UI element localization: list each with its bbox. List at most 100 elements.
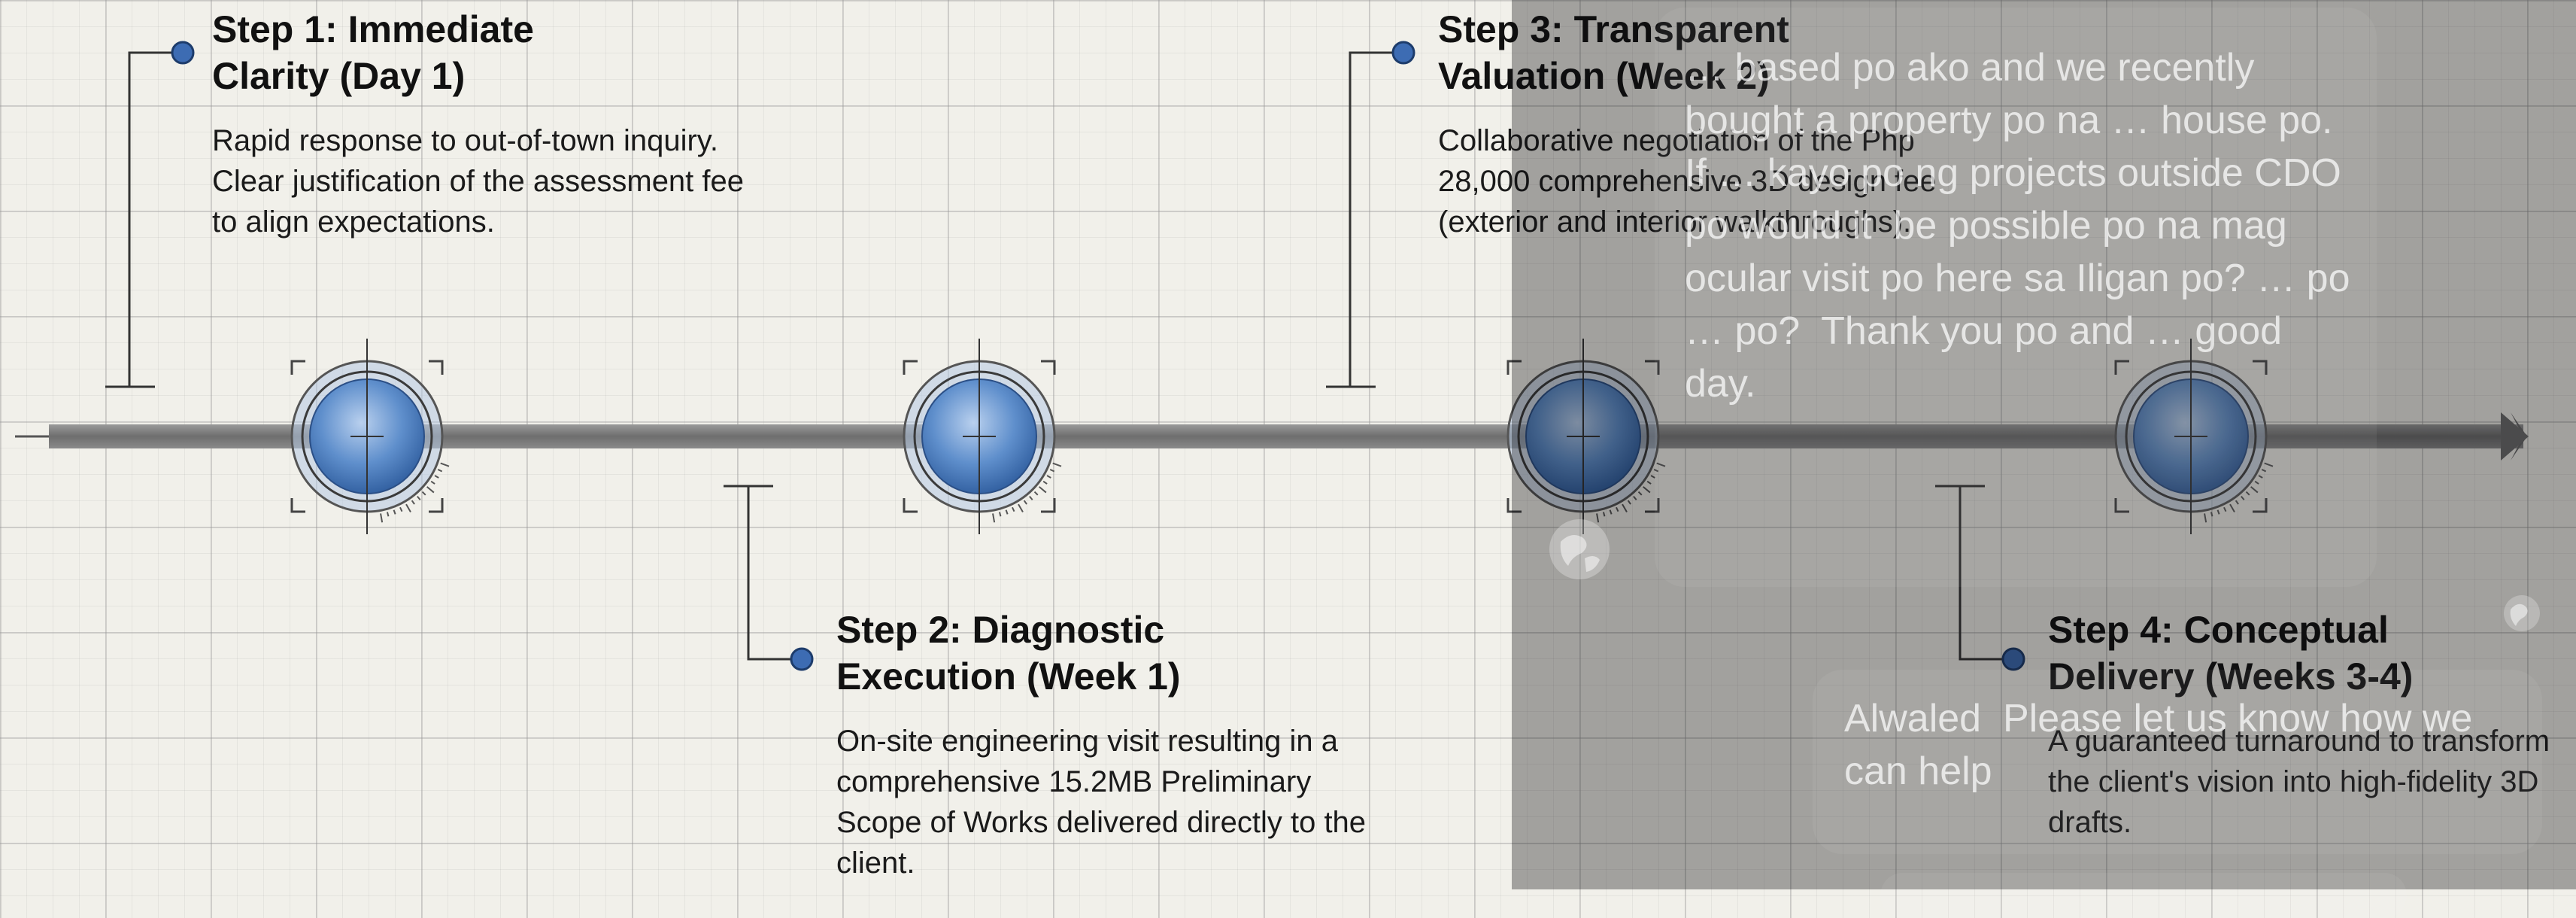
globe-avatar-icon-small[interactable] (2496, 587, 2548, 640)
step-3-title-line1: Step 3: Transparent (1438, 8, 1789, 50)
orb-corner-bracket (2253, 360, 2268, 375)
orb-tick (434, 475, 439, 479)
orb-tick (2229, 503, 2235, 512)
step-2-description: On-site engineering visit resulting in a… (836, 725, 1367, 880)
incoming-message-bubble[interactable] (1655, 8, 2377, 587)
orb-tick (2250, 486, 2259, 494)
orb-tick (2210, 512, 2213, 517)
orb-tick (998, 512, 1002, 517)
milestone-1-target-icon (290, 339, 450, 534)
orb-tick (2258, 475, 2263, 479)
message-bubble-partial[interactable] (1880, 873, 2407, 918)
orb-corner-bracket (903, 360, 918, 375)
reply-message-text: Alwaled Please let us know how we can he… (1844, 697, 2483, 793)
globe-avatar-icon[interactable] (1538, 512, 1621, 587)
orb-tick (1656, 462, 1666, 467)
orb-corner-bracket (1506, 498, 1522, 513)
step-2-title-line2: Execution (Week 1) (836, 655, 1181, 698)
orb-tick (992, 513, 996, 523)
connector-step-4 (1959, 486, 2013, 661)
connector-step-2 (747, 486, 800, 661)
step-1-description: Rapid response to out-of-town inquiry. C… (212, 124, 745, 239)
orb-tick (1039, 486, 1047, 494)
step-1-title-line1: Step 1: Immediate (212, 8, 534, 50)
step-3-card: Step 3: Transparent Valuation (Week 2) C… (1438, 6, 1980, 242)
orb-tick (1029, 496, 1033, 500)
step-4-title: Step 4: Conceptual Delivery (Weeks 3-4) (2048, 606, 2576, 700)
step-2-title-line1: Step 2: Diagnostic (836, 609, 1165, 651)
orb-tick (2235, 500, 2239, 505)
orb-tick (417, 496, 421, 500)
orb-tick (1633, 496, 1637, 500)
orb-tick (1643, 486, 1651, 494)
timeline-diagram (15, 41, 2529, 671)
orb-corner-bracket (2114, 498, 2129, 513)
step-3-title-line2: Valuation (Week 2) (1438, 55, 1770, 97)
timeline-axis (49, 424, 2523, 448)
orb-tick (440, 462, 450, 467)
orb-tick (1650, 475, 1655, 479)
orb-tick (1602, 512, 1606, 517)
orb-tick (411, 500, 415, 505)
orb-tick (2245, 491, 2250, 496)
orb-tick (1018, 503, 1024, 512)
step-4-title-line2: Delivery (Weeks 3-4) (2048, 655, 2414, 698)
orb-tick (1616, 506, 1619, 512)
reply-message-bubble[interactable] (1813, 670, 2542, 854)
orb-tick (437, 469, 443, 473)
orb-corner-bracket (2253, 498, 2268, 513)
orb-tick (1627, 500, 1631, 505)
orb-corner-bracket (2114, 360, 2129, 375)
dot-step-2 (790, 647, 814, 671)
orb-tick (1596, 513, 1600, 523)
orb-corner-bracket (290, 498, 305, 513)
orb-corner-bracket (1041, 498, 1056, 513)
orb-tick (1653, 469, 1659, 473)
orb-tick (1023, 500, 1027, 505)
orb-tick (2241, 496, 2245, 500)
axis-arrowhead-icon (2501, 412, 2529, 461)
orb-tick (421, 491, 426, 496)
orb-corner-bracket (1645, 498, 1660, 513)
orb-tick (1005, 509, 1009, 515)
orb-tick (1646, 480, 1652, 485)
step-1-title: Step 1: Immediate Clarity (Day 1) (212, 6, 754, 99)
orb-corner-bracket (1041, 360, 1056, 375)
orb-tick (1622, 503, 1628, 512)
orb-tick (1012, 506, 1015, 512)
milestone-3-target-icon (1506, 339, 1666, 534)
connector-step-3 (1349, 51, 1403, 387)
step-2-title: Step 2: Diagnostic Execution (Week 1) (836, 606, 1378, 700)
step-3-description: Collaborative negotiation of the Php 28,… (1438, 124, 1937, 239)
orb-corner-bracket (903, 498, 918, 513)
orb-tick (2261, 469, 2267, 473)
step-1-title-line2: Clarity (Day 1) (212, 55, 466, 97)
orb-corner-bracket (1645, 360, 1660, 375)
connector-step-1 (128, 51, 182, 387)
dot-step-4 (2001, 647, 2025, 671)
step-4-title-line1: Step 4: Conceptual (2048, 609, 2389, 651)
orb-corner-bracket (290, 360, 305, 375)
orb-corner-bracket (429, 498, 444, 513)
orb-tick (426, 486, 435, 494)
orb-tick (380, 513, 384, 523)
dot-step-3 (1391, 41, 1415, 65)
orb-tick (2204, 513, 2207, 523)
step-3-title: Step 3: Transparent Valuation (Week 2) (1438, 6, 1980, 99)
connectors (105, 51, 2013, 661)
orb-tick (2254, 480, 2259, 485)
step-4-description: A guaranteed turnaround to transform the… (2048, 725, 2550, 839)
incoming-message-text: … based po ako and we recently bought a … (1685, 46, 2361, 406)
orb-tick (2216, 509, 2220, 515)
orb-tick (1042, 480, 1048, 485)
step-2-card: Step 2: Diagnostic Execution (Week 1) On… (836, 606, 1378, 883)
orb-corner-bracket (429, 360, 444, 375)
orb-tick (405, 503, 411, 512)
step-1-card: Step 1: Immediate Clarity (Day 1) Rapid … (212, 6, 754, 242)
milestone-2-target-icon (903, 339, 1062, 534)
orb-tick (386, 512, 390, 517)
orb-tick (2264, 462, 2274, 467)
connector-dots (171, 41, 2025, 671)
orb-tick (430, 480, 435, 485)
orb-tick (393, 509, 396, 515)
